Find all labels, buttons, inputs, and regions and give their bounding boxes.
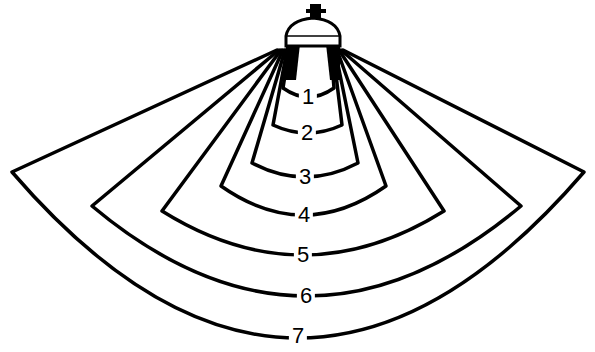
spray-zone [162,50,444,255]
spray-zone [252,50,358,177]
nozzle-stem [326,44,340,80]
callout-number: 4 [295,204,313,226]
nozzle-body [286,18,340,46]
nozzle-seam [287,35,339,37]
nozzle-crossbar [306,9,326,13]
spray-zone [221,50,386,215]
callout-number: 5 [294,244,312,266]
callout-number: 2 [298,122,316,144]
spray-zone [12,50,584,338]
callout-number: 3 [296,166,314,188]
callout-number: 6 [297,285,315,307]
spray-zone [92,50,521,296]
callout-number: 1 [299,86,317,108]
nozzle-stem [286,44,300,80]
callout-number: 7 [289,325,307,347]
